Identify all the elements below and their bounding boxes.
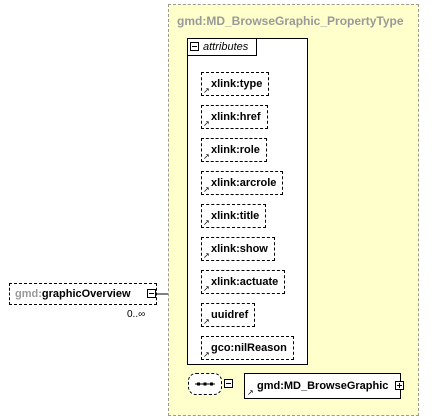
attribute-arrow-icon: ↗ <box>203 284 210 293</box>
sequence-icon <box>195 382 215 386</box>
graphic-overview-element[interactable]: gmd:graphicOverview <box>9 283 157 305</box>
attributes-group: attributes ↗ xlink:type ↗ xlink:href ↗ x… <box>187 38 308 365</box>
attribute-label: xlink:href <box>211 111 261 123</box>
attribute-xlink-arcrole[interactable]: ↗ xlink:arcrole <box>201 171 284 195</box>
md-browsegraphic-label: gmd:MD_BrowseGraphic <box>257 380 389 392</box>
attribute-arrow-icon: ↗ <box>203 350 210 359</box>
occurrence-label: 0..∞ <box>127 309 146 320</box>
attribute-label: gco:nilReason <box>211 342 287 354</box>
attribute-arrow-icon: ↗ <box>203 152 210 161</box>
attribute-xlink-show[interactable]: ↗ xlink:show <box>201 237 275 261</box>
attributes-tab: attributes <box>187 38 257 56</box>
md-browsegraphic-element[interactable]: ↗ gmd:MD_BrowseGraphic <box>244 373 401 399</box>
collapse-attributes-icon[interactable] <box>190 42 199 51</box>
expand-element-icon[interactable] <box>395 381 404 390</box>
attribute-arrow-icon: ↗ <box>203 119 210 128</box>
attribute-label: xlink:type <box>211 78 263 90</box>
sequence-compositor[interactable] <box>188 373 222 395</box>
element-name: graphicOverview <box>41 288 131 300</box>
attribute-xlink-type[interactable]: ↗ xlink:type <box>201 72 270 96</box>
collapse-element-icon[interactable] <box>147 289 156 298</box>
attribute-gco-nilreason[interactable]: ↗ gco:nilReason <box>201 336 294 360</box>
attribute-arrow-icon: ↗ <box>203 251 210 260</box>
attribute-xlink-title[interactable]: ↗ xlink:title <box>201 204 267 228</box>
property-type-title: gmd:MD_BrowseGraphic_PropertyType <box>177 14 404 28</box>
property-type-box: gmd:MD_BrowseGraphic_PropertyType attrib… <box>168 4 419 416</box>
attribute-uuidref[interactable]: ↗ uuidref <box>201 303 256 327</box>
attribute-label: xlink:show <box>211 243 268 255</box>
attribute-label: xlink:actuate <box>211 276 279 288</box>
element-arrow-icon: ↗ <box>247 388 254 397</box>
attribute-arrow-icon: ↗ <box>203 185 210 194</box>
attribute-label: xlink:role <box>211 144 260 156</box>
attribute-label: xlink:title <box>211 210 260 222</box>
attribute-arrow-icon: ↗ <box>203 86 210 95</box>
attribute-label: xlink:arcrole <box>211 177 277 189</box>
attribute-arrow-icon: ↗ <box>203 317 210 326</box>
collapse-sequence-icon[interactable] <box>224 379 233 388</box>
attribute-arrow-icon: ↗ <box>203 218 210 227</box>
attribute-xlink-role[interactable]: ↗ xlink:role <box>201 138 267 162</box>
attributes-label: attributes <box>203 41 249 53</box>
attribute-xlink-actuate[interactable]: ↗ xlink:actuate <box>201 270 286 294</box>
element-namespace: gmd: <box>15 288 42 300</box>
attribute-label: uuidref <box>211 309 249 321</box>
attribute-xlink-href[interactable]: ↗ xlink:href <box>201 105 268 129</box>
